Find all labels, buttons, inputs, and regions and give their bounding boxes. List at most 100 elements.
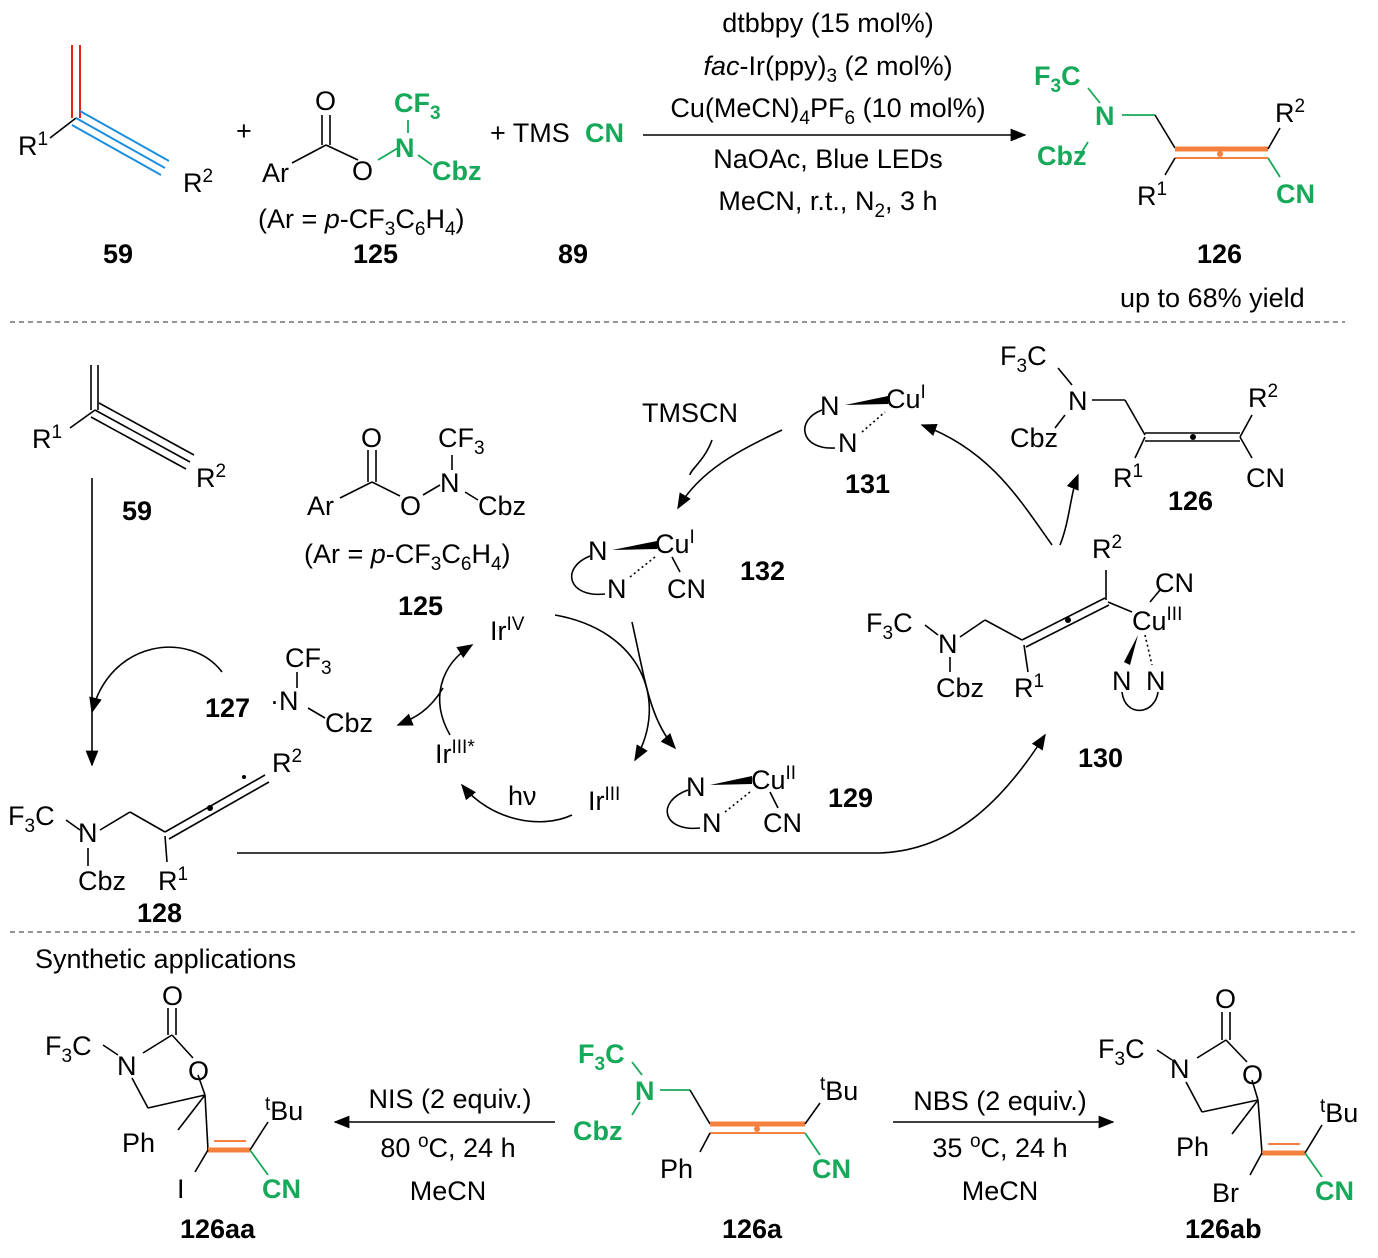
tbu-group: tBu bbox=[820, 1074, 858, 1106]
carbonyl-o: O bbox=[162, 981, 183, 1011]
compound-id: 131 bbox=[845, 469, 890, 499]
f3c-group: F3C bbox=[1034, 61, 1081, 97]
ir-iii-excited: IrIII* bbox=[435, 737, 475, 769]
compound-id: 130 bbox=[1078, 743, 1123, 773]
compound-id: 59 bbox=[103, 239, 133, 269]
ring-o: O bbox=[188, 1056, 209, 1086]
cu-129: N CuII N CN 129 bbox=[666, 763, 873, 838]
mech-128: F3C N Cbz R1 R2 128 bbox=[8, 746, 302, 928]
compound-id: 125 bbox=[398, 591, 443, 621]
ir-iii: IrIII bbox=[588, 784, 620, 816]
section-title: Synthetic applications bbox=[35, 944, 296, 974]
n-ligand: N bbox=[607, 574, 627, 604]
carbonyl-o: O bbox=[315, 86, 336, 116]
cu-center: CuII bbox=[751, 763, 796, 795]
compound-id: 125 bbox=[353, 239, 398, 269]
r2-label: R2 bbox=[1275, 96, 1305, 128]
compound-id: 59 bbox=[122, 496, 152, 526]
n-atom: N bbox=[1068, 386, 1088, 416]
cbz-group: Cbz bbox=[1010, 423, 1058, 453]
cu-130: R2 CN CuIII F3C N Cbz R1 N N 130 bbox=[866, 532, 1194, 773]
ph-group: Ph bbox=[1176, 1132, 1209, 1162]
ester-o: O bbox=[400, 491, 421, 521]
cf3-group: CF3 bbox=[438, 423, 485, 459]
cu-132: N CuI N CN 132 bbox=[570, 527, 785, 604]
n-atom: N bbox=[117, 1051, 137, 1081]
compound-59: R1 R2 59 bbox=[18, 45, 213, 269]
cf3-group: CF3 bbox=[285, 643, 332, 679]
compound-id: 127 bbox=[205, 693, 250, 723]
cn-group: CN bbox=[812, 1154, 851, 1184]
iodo: I bbox=[177, 1174, 185, 1204]
n-ligand: N bbox=[820, 391, 840, 421]
n-ligand: N bbox=[838, 428, 858, 458]
product-126aa: O F3C N O Ph tBu I CN 126aa bbox=[45, 981, 303, 1244]
n-ligand: N bbox=[702, 808, 722, 838]
cn-ligand: CN bbox=[667, 574, 706, 604]
compound-id: 126 bbox=[1197, 239, 1242, 269]
n-atom: N bbox=[1170, 1054, 1190, 1084]
cbz-group: Cbz bbox=[478, 491, 526, 521]
cu-center: CuIII bbox=[1132, 604, 1182, 636]
f3c-group: F3C bbox=[578, 1039, 625, 1075]
light-hv: hν bbox=[508, 781, 537, 811]
r1-label: R1 bbox=[32, 422, 62, 454]
compound-id: 126a bbox=[722, 1214, 783, 1244]
r1-label: R1 bbox=[158, 864, 188, 896]
n-atom: N bbox=[395, 133, 415, 163]
f3c-group: F3C bbox=[866, 608, 913, 644]
n-ligand: N bbox=[588, 536, 608, 566]
r2-label: R2 bbox=[1248, 381, 1278, 413]
compound-id: 126aa bbox=[180, 1214, 256, 1244]
n-atom: N bbox=[440, 468, 460, 498]
compound-id: 129 bbox=[828, 783, 873, 813]
cbz-group: Cbz bbox=[432, 156, 482, 186]
f3c-group: F3C bbox=[1000, 341, 1047, 377]
r1-label: R1 bbox=[18, 129, 48, 161]
product-126ab: O F3C N O Ph tBu Br CN 126ab bbox=[1098, 984, 1358, 1244]
compound-id: 126ab bbox=[1185, 1214, 1262, 1244]
iridium-cycle: IrIV IrIII* IrIII hν bbox=[396, 614, 677, 823]
compound-id: 128 bbox=[137, 898, 182, 928]
mech-59: R1 R2 59 bbox=[32, 365, 226, 526]
compound-id-89: 89 bbox=[558, 239, 588, 269]
cf3-group: CF3 bbox=[394, 88, 441, 124]
arrow-131-to-132 bbox=[677, 429, 783, 510]
f3c-group: F3C bbox=[8, 801, 55, 837]
cu-131: N CuI N 131 bbox=[804, 382, 926, 499]
condition-line: 35 oC, 24 h bbox=[932, 1131, 1067, 1163]
cn-group: CN bbox=[1315, 1176, 1354, 1206]
n-ligand: N bbox=[686, 772, 706, 802]
cbz-group: Cbz bbox=[936, 673, 984, 703]
carbonyl-o: O bbox=[1215, 984, 1236, 1014]
mech-126: F3C N Cbz R2 R1 CN 126 bbox=[1000, 341, 1285, 516]
cn-group: CN bbox=[262, 1174, 301, 1204]
arrow-128-to-130 bbox=[237, 733, 1046, 854]
mech-125: O Ar O N CF3 Cbz (Ar = p-CF3C6H4) 125 bbox=[304, 423, 526, 621]
r1-label: R1 bbox=[1137, 179, 1167, 211]
f3c-group: F3C bbox=[45, 1031, 92, 1067]
plus-tms: + TMS bbox=[490, 118, 570, 148]
condition-line: dtbbpy (15 mol%) bbox=[722, 8, 934, 38]
ring-o: O bbox=[1242, 1060, 1263, 1090]
r2-label: R2 bbox=[272, 746, 302, 778]
radical-addition-arrow bbox=[89, 646, 223, 714]
condition-line: fac-Ir(ppy)3 (2 mol%) bbox=[703, 51, 952, 87]
n-atom: N bbox=[78, 818, 98, 848]
cn-group: CN bbox=[1276, 179, 1315, 209]
r2-label: R2 bbox=[1092, 532, 1122, 564]
condition-line: 80 oC, 24 h bbox=[380, 1131, 515, 1163]
reaction-conditions: dtbbpy (15 mol%) fac-Ir(ppy)3 (2 mol%) C… bbox=[643, 8, 1027, 222]
condition-line: NBS (2 equiv.) bbox=[913, 1086, 1087, 1116]
tbu-group: tBu bbox=[265, 1094, 303, 1126]
f3c-group: F3C bbox=[1098, 1034, 1145, 1070]
cn-ligand: CN bbox=[1155, 568, 1194, 598]
product-126: F3C N Cbz R2 R1 CN 126 up to 68% yield bbox=[1034, 61, 1315, 313]
condition-line: Cu(MeCN)4PF6 (10 mol%) bbox=[670, 93, 985, 129]
condition-line: NIS (2 equiv.) bbox=[368, 1084, 531, 1114]
yield-note: up to 68% yield bbox=[1120, 283, 1305, 313]
compound-125: O Ar O N CF3 Cbz (Ar = p-CF3C6H4) 125 bbox=[258, 86, 482, 269]
tmscn-label: TMSCN bbox=[642, 398, 738, 428]
cn-group: CN bbox=[585, 118, 624, 148]
